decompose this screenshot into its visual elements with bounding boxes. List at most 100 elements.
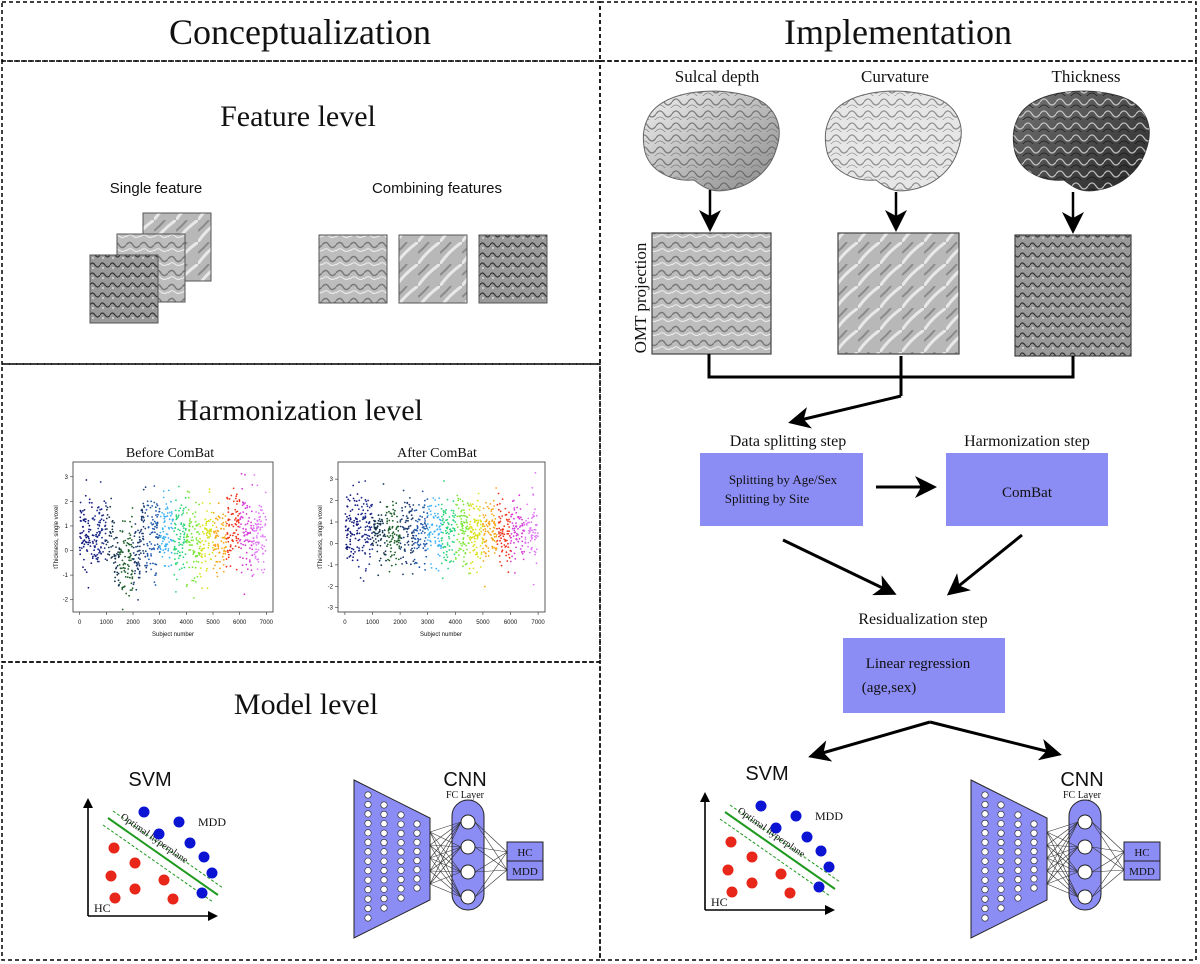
scatter-point [203, 547, 206, 549]
scatter-point [446, 543, 449, 546]
scatter-point [94, 515, 96, 517]
scatter-point [184, 496, 187, 499]
scatter-point [490, 510, 493, 512]
scatter-point [119, 551, 121, 553]
scatter-point [217, 544, 220, 547]
scatter-point [389, 544, 392, 546]
scatter-point [501, 533, 503, 535]
scatter-point [361, 512, 363, 515]
scatter-point [93, 549, 95, 552]
scatter-point [368, 553, 371, 555]
scatter-point [166, 506, 169, 508]
scatter-point [526, 503, 529, 506]
cnn-neuron [1030, 884, 1038, 892]
scatter-point [256, 520, 259, 522]
scatter-point [95, 557, 98, 560]
scatter-point [139, 552, 142, 554]
scatter-point [240, 472, 243, 475]
scatter-point [440, 522, 442, 525]
cnn-neuron [1014, 885, 1022, 893]
scatter-point [362, 580, 365, 582]
scatter-point [100, 508, 103, 511]
scatter-point [123, 569, 126, 572]
scatter-point [374, 534, 376, 537]
cnn-link [1046, 846, 1079, 872]
cnn-link [429, 821, 462, 885]
scatter-point [534, 528, 537, 531]
scatter-point [470, 505, 473, 507]
scatter-point [489, 533, 492, 536]
scatter-point [152, 562, 154, 565]
cnn-connections [1046, 821, 1125, 898]
scatter-point [232, 513, 235, 515]
scatter-point [513, 542, 515, 544]
data-splitting-title: Data splitting step [730, 433, 846, 450]
scatter-point [108, 534, 111, 537]
scatter-point [388, 532, 390, 534]
scatter-point [386, 543, 389, 546]
scatter-point [485, 501, 487, 504]
scatter-point [463, 512, 466, 514]
scatter-point [493, 533, 495, 535]
scatter-point [428, 508, 430, 510]
scatter-point [356, 493, 359, 495]
hc-point [746, 851, 758, 863]
scatter-point [419, 529, 422, 531]
scatter-point [137, 568, 140, 571]
scatter-point [218, 515, 220, 518]
combat-box [946, 453, 1108, 526]
scatter-point [140, 517, 143, 519]
scatter-point [127, 556, 130, 559]
scatter-point [191, 525, 194, 528]
scatter-point [245, 528, 247, 531]
scatter-point [100, 552, 102, 555]
scatter-point [104, 532, 107, 535]
scatter-point [448, 545, 451, 547]
scatter-point [463, 543, 466, 545]
scatter-point [128, 556, 131, 559]
scatter-point [124, 567, 126, 570]
scatter-point [150, 500, 153, 503]
cnn-link [429, 883, 462, 898]
scatter-point [365, 503, 368, 505]
scatter-point [351, 547, 353, 550]
scatter-point [117, 551, 119, 553]
scatter-point [424, 518, 426, 520]
scatter-point [129, 576, 131, 579]
scatter-point [473, 537, 476, 540]
scatter-point [246, 539, 249, 541]
scatter-point [139, 558, 141, 560]
scatter-point [254, 551, 257, 554]
scatter-point [158, 510, 161, 513]
scatter-point [466, 548, 468, 551]
scatter-point [101, 514, 103, 517]
scatter-point [435, 567, 438, 570]
scatter-point [469, 538, 472, 541]
scatter-point [119, 553, 121, 556]
scatter-point [182, 507, 185, 510]
scatter-point [515, 525, 517, 528]
scatter-point [261, 509, 263, 512]
cnn-neuron [997, 895, 1005, 903]
scatter-point [247, 540, 250, 543]
scatter-point [500, 564, 503, 567]
scatter-point [164, 520, 166, 522]
hc-point [105, 870, 117, 882]
scatter-point [482, 522, 484, 525]
scatter-point [142, 535, 145, 538]
scatter-point [204, 540, 207, 543]
scatter-point [184, 527, 187, 530]
scatter-point [118, 555, 120, 558]
scatter-point [508, 518, 510, 521]
scatter-point [364, 541, 367, 544]
scatter-point [409, 552, 412, 554]
scatter-point [409, 510, 412, 513]
before-combat-title: Before ComBat [126, 446, 214, 461]
cnn-neuron-grid [981, 791, 1038, 922]
scatter-point [185, 585, 188, 588]
scatter-point [234, 497, 237, 500]
scatter-point [495, 487, 497, 489]
scatter-point [406, 535, 409, 538]
scatter-point [458, 515, 461, 517]
scatter-point [179, 543, 182, 546]
